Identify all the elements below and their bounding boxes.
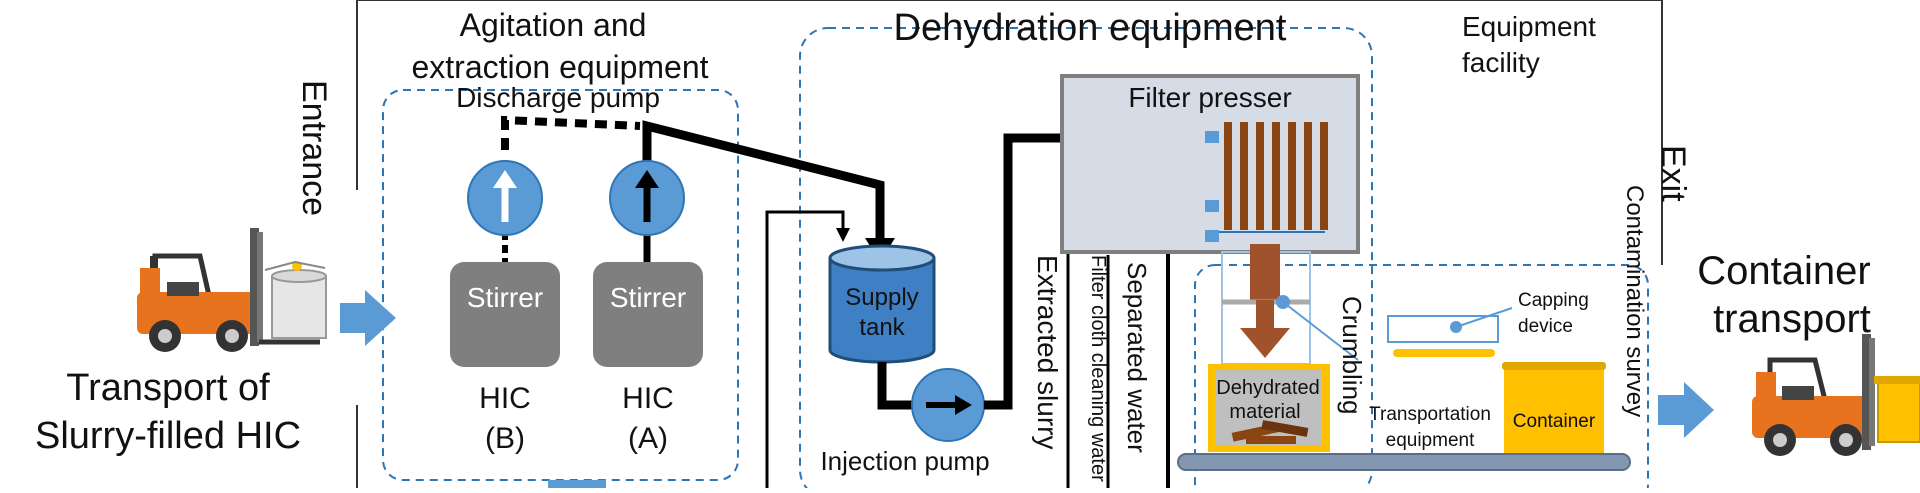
dehydrated-label-line2: material	[1229, 401, 1300, 423]
dehydrated-cake-pieces	[1231, 420, 1309, 444]
crumbling-chute	[1250, 244, 1280, 304]
supply-tank-label-line2: tank	[859, 314, 905, 341]
forklift-out-icon	[1752, 334, 1920, 456]
dehydrated-label-line1: Dehydrated	[1216, 377, 1319, 399]
container-box	[1504, 364, 1604, 454]
injection-pump-arrowhead	[955, 395, 972, 415]
forklift-in-icon	[137, 228, 327, 352]
dehydration-area-outline	[799, 27, 1373, 493]
agitation-title-line2: extraction equipment	[411, 49, 708, 85]
filter-presser-label: Filter presser	[1128, 82, 1291, 113]
capping-plate	[1393, 349, 1495, 357]
supply-tank-label-line1: Supply	[845, 284, 918, 311]
hic-a-label-line1: HIC	[622, 382, 674, 415]
water-outlet-port	[1205, 230, 1219, 242]
discharge-line-b	[501, 115, 641, 150]
transport-in-label-line1: Transport of	[66, 367, 270, 409]
discharge-pump-label: Discharge pump	[456, 82, 660, 113]
return-line	[765, 210, 845, 488]
facility-label-line1: Equipment	[1462, 11, 1596, 42]
supply-tank-top	[828, 244, 936, 272]
crumbling-label: Crumbling	[1337, 296, 1367, 415]
transport-equip-label-line1: Transportation	[1369, 404, 1491, 425]
stirrer-a-label: Stirrer	[610, 282, 686, 313]
hic-a-label-line2: (A)	[628, 422, 668, 455]
exit-label: Exit	[1654, 145, 1692, 202]
agitation-title-line1: Agitation and	[460, 7, 647, 43]
entrance-label: Entrance	[295, 80, 333, 216]
transport-in-label-line2: Slurry-filled HIC	[35, 415, 301, 457]
filter-cloth-water-label: Filter cloth cleaning water	[1087, 255, 1109, 482]
stirrer-a	[593, 262, 703, 367]
hic-b-label-line2: (B)	[485, 422, 525, 455]
facility-outline	[356, 0, 1663, 488]
bottom-marker	[548, 480, 606, 488]
transport-out-label-line1: Container	[1697, 249, 1870, 293]
stirrer-b	[450, 262, 560, 367]
capping-device-frame	[1387, 315, 1499, 343]
capping-label-line1: Capping	[1518, 290, 1589, 311]
entrance-arrow	[340, 290, 396, 346]
extracted-slurry-label: Extracted slurry	[1032, 255, 1063, 450]
container-label: Container	[1513, 411, 1596, 432]
capping-callout-line	[1455, 307, 1513, 328]
transport-out-label-line2: transport	[1713, 297, 1871, 341]
return-arrowhead	[836, 228, 850, 242]
stirrer-b-label: Stirrer	[467, 282, 543, 313]
crumbling-arrowhead	[1240, 328, 1290, 358]
crumbling-callout-line	[1282, 301, 1359, 361]
discharge-line-a	[642, 120, 885, 240]
transport-equip-label-line2: equipment	[1386, 430, 1475, 451]
exit-arrow	[1658, 382, 1714, 438]
conveyor	[1177, 453, 1631, 471]
facility-label-line2: facility	[1462, 47, 1540, 78]
contamination-survey-label: Contamination survey	[1621, 185, 1648, 417]
hic-b-label-line1: HIC	[479, 382, 531, 415]
capping-label-line2: device	[1518, 316, 1573, 337]
separated-water-label: Separated water	[1122, 262, 1152, 453]
filter-plates	[1224, 122, 1328, 230]
inlet-port	[1205, 131, 1219, 143]
injection-pump-label: Injection pump	[820, 446, 989, 476]
dehydration-title: Dehydration equipment	[894, 7, 1287, 49]
pump-b-arrowhead	[493, 170, 517, 188]
cloth-water-port	[1205, 200, 1219, 212]
transport-area-outline	[1194, 264, 1649, 493]
pump-a-arrowhead	[635, 170, 659, 188]
